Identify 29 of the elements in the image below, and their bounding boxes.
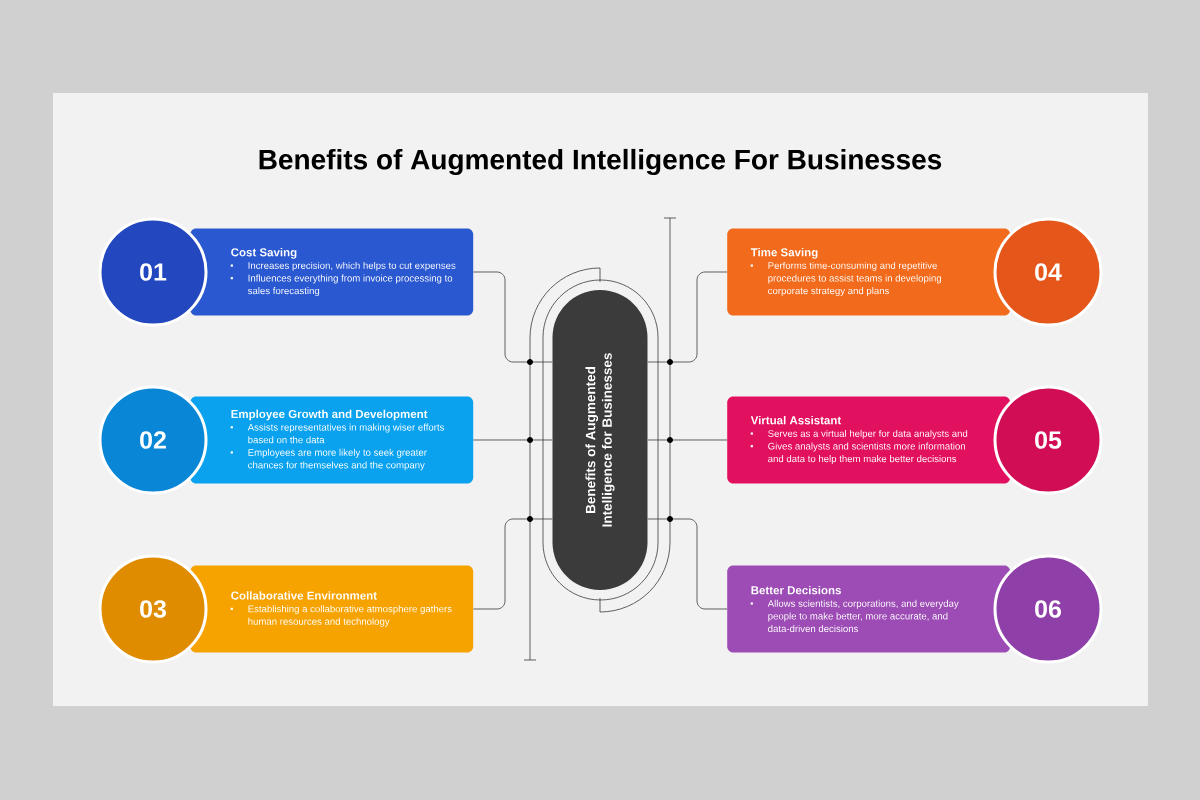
bullet-text: Assists representatives in making wiser efforts based on the data xyxy=(247,423,445,444)
card xyxy=(727,565,1011,653)
bullet-text: Performs time-consuming and repetitive procedures to assist teams in developing corporate strategy and plans xyxy=(768,261,941,297)
card-heading: Virtual Assistant xyxy=(750,415,842,425)
card xyxy=(190,565,474,653)
card xyxy=(727,228,1011,316)
card-heading: Time Saving xyxy=(750,247,818,259)
connector-line xyxy=(473,437,553,443)
card xyxy=(190,396,474,484)
bullet-text: Influences everything from invoice processing to sales forecasting xyxy=(247,274,453,297)
title: Benefits of Augmented Intelligence For Businesses xyxy=(259,148,942,176)
bullet-text: Establishing a collaborative atmosphere gathers human resources and technology xyxy=(248,605,452,627)
connector-line xyxy=(647,516,728,610)
bullet-text: Increases precision, which helps to cut expenses xyxy=(248,261,456,271)
connector-line xyxy=(473,271,553,365)
card xyxy=(190,228,474,316)
bullet-text: Gives analysts and scientists more information and data to help them make better decisions xyxy=(768,442,965,465)
bullet-text: Allows scientists, corporations, and everyday people to make better, more accurate, and data-driven decisions xyxy=(767,599,959,633)
card-heading: Collaborative Environment xyxy=(231,591,377,600)
card-heading: Better Decisions xyxy=(751,585,841,595)
bullet-text: Serves as a virtual helper for data analysts and xyxy=(768,429,968,439)
center-pill: Benefits of Augmented Intelligence for Businesses xyxy=(552,290,648,590)
connector-line xyxy=(473,516,553,610)
bullet-text: Employees are more likely to seek greater chances for themselves and the company xyxy=(248,448,427,471)
connector-line xyxy=(647,437,728,443)
card-heading: Cost Saving xyxy=(231,247,297,259)
card xyxy=(727,396,1011,484)
connector-line xyxy=(647,271,728,365)
card-heading: Employee Growth and Development xyxy=(231,409,428,421)
